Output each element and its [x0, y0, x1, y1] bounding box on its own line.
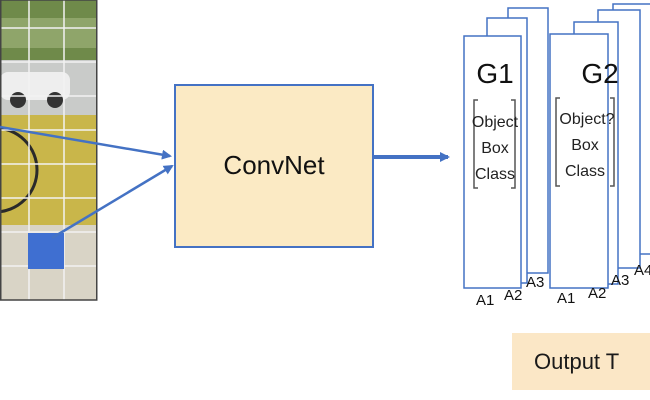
g1-label: G1 [476, 58, 513, 89]
g1-anchor-label-2: A2 [504, 287, 522, 304]
output-tensor-text: Output T [534, 348, 620, 374]
g2-right-bracket [610, 97, 615, 187]
g2-anchor-label-4: A4 [634, 262, 650, 279]
group-g1: G1 Object Box Class A1 A2 A3 [463, 7, 549, 309]
image-border [0, 0, 98, 301]
convnet-box [174, 84, 374, 248]
highlighted-grid-cell [28, 233, 64, 269]
g2-left-bracket [555, 97, 560, 187]
g1-anchor-label-1: A1 [476, 292, 494, 309]
arrow-cell-to-convnet [51, 164, 174, 240]
g2-line-3: Class [565, 163, 605, 180]
input-image [0, 0, 98, 301]
g1-line-1: Object [472, 114, 519, 131]
g2-anchor-label-3: A3 [611, 272, 629, 289]
g2-label: G2 [581, 58, 618, 89]
g1-anchor-label-3: A3 [526, 274, 544, 291]
bicycle-wheel [0, 126, 39, 214]
g1-line-2: Box [481, 140, 509, 157]
arrow-image-to-convnet-upper [0, 125, 172, 160]
g2-anchor-label-2: A2 [588, 285, 606, 302]
g2-line-2: Box [571, 137, 599, 154]
g1-right-bracket [511, 99, 516, 189]
group-g2: G2 Object? Box Class A1 A2 A3 A4 [549, 3, 650, 307]
output-tensor-label: Output T [512, 333, 650, 390]
g1-line-3: Class [475, 166, 515, 183]
convnet-label: ConvNet [223, 150, 325, 180]
g1-left-bracket [473, 99, 478, 189]
g2-anchor-label-1: A1 [557, 290, 575, 307]
g2-line-1: Object? [559, 111, 614, 128]
